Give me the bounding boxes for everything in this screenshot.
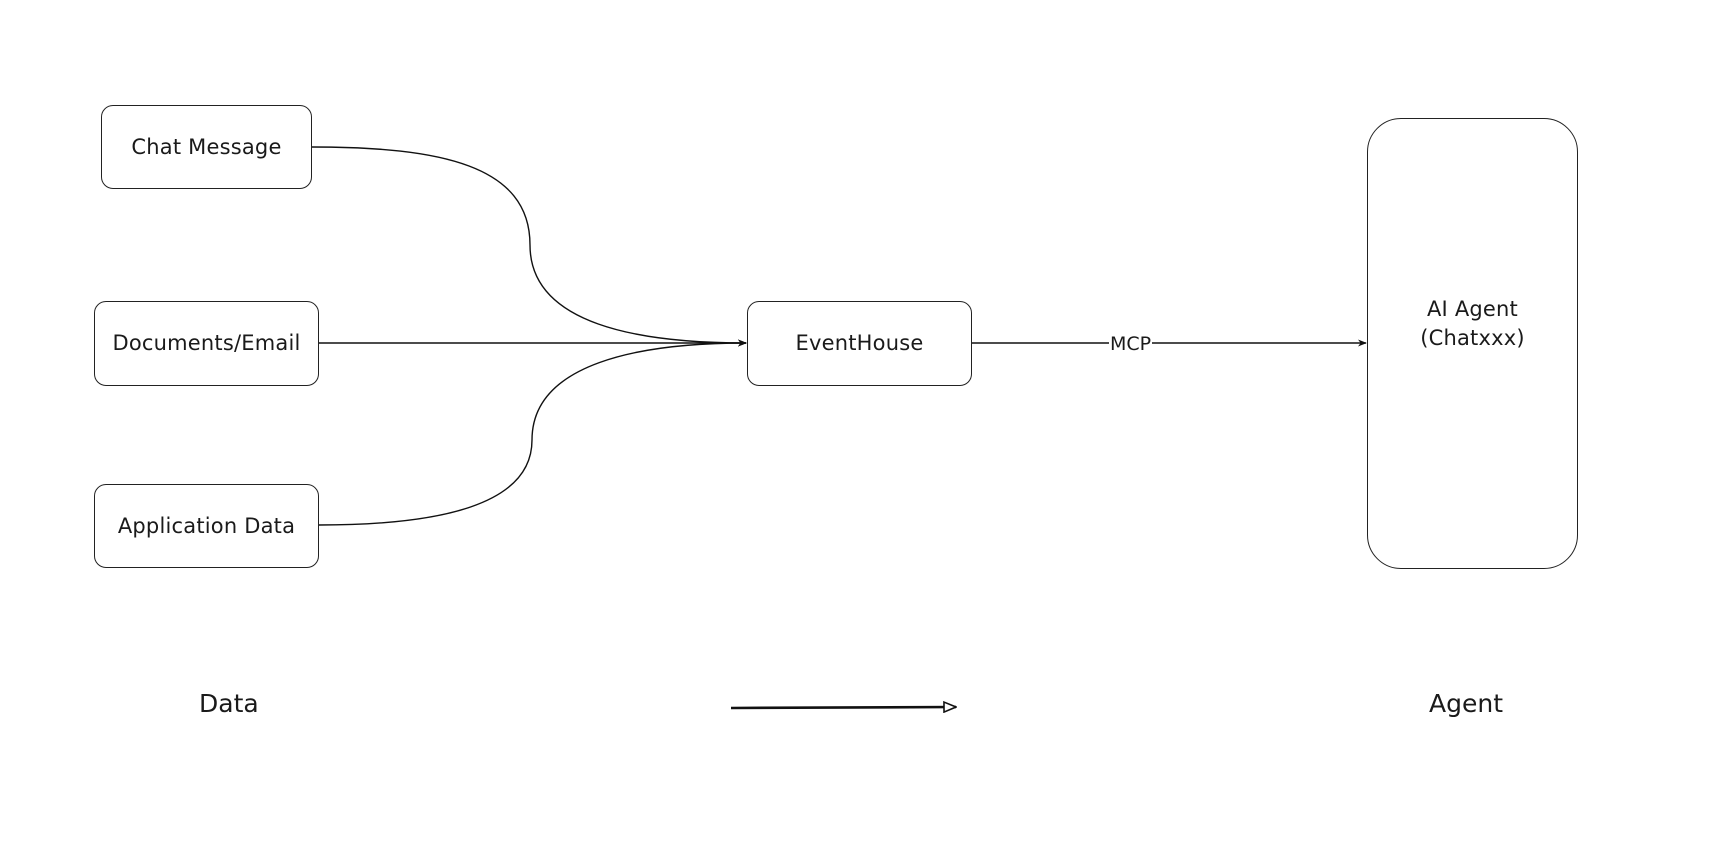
eventhouse-node[interactable]: EventHouse xyxy=(747,301,972,386)
data-section-label: Data xyxy=(199,689,259,718)
edge-app-to-eventhouse xyxy=(318,339,747,526)
documents-email-node[interactable]: Documents/Email xyxy=(94,301,319,386)
flow-direction-arrow xyxy=(730,707,956,708)
edge-chat-to-eventhouse xyxy=(311,146,747,347)
application-data-node[interactable]: Application Data xyxy=(94,484,319,568)
chat-message-node[interactable]: Chat Message xyxy=(101,105,312,189)
agent-section-label: Agent xyxy=(1429,689,1503,718)
mcp-edge-label: MCP xyxy=(1109,333,1153,355)
ai-agent-node[interactable]: AI Agent (Chatxxx) xyxy=(1367,118,1578,569)
